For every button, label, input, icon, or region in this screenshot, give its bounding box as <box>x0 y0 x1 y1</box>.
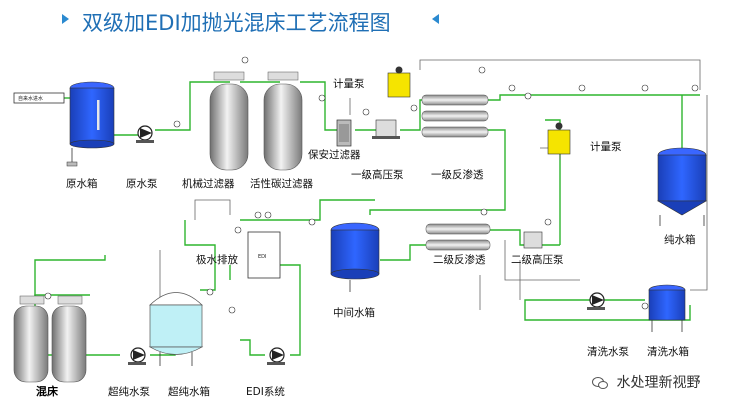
tap-water-inlet: 自来水进水 <box>13 92 65 104</box>
ro-1-membranes <box>421 94 489 138</box>
page-title: 双级加EDI加抛光混床工艺流程图 <box>82 11 391 35</box>
pipe-lines <box>159 59 708 330</box>
clean-tank <box>648 284 686 332</box>
carbon-filter-label: 活性碳过滤器 <box>250 177 313 190</box>
line-pump-to-edi <box>280 264 301 356</box>
line-clean-loop <box>524 299 691 321</box>
clean-pump-label: 清洗水泵 <box>587 345 629 358</box>
water-flow-lines <box>34 81 700 356</box>
edi-system-label: EDI系统 <box>246 385 285 398</box>
line-carbon-to-security <box>300 81 338 131</box>
clean-pump <box>587 292 605 310</box>
line-ro2-up <box>545 119 561 245</box>
line-pump-to-mech <box>155 81 230 131</box>
hp-pump-1 <box>372 119 400 139</box>
mid-tank-label: 中间水箱 <box>333 306 375 319</box>
mech-filter-label: 机械过滤器 <box>182 177 235 190</box>
intermediate-tank <box>330 222 380 292</box>
dosing-pump-2 <box>547 122 571 155</box>
title-bar: 双级加EDI加抛光混床工艺流程图 <box>0 0 750 40</box>
mechanical-filter <box>209 71 249 171</box>
conc-drain-label: 极水排放 <box>196 253 238 266</box>
watermark-text: 水处理新视野 <box>616 375 701 391</box>
raw-water-tank <box>66 81 115 167</box>
tap-water-label: 自来水进水 <box>18 95 43 102</box>
hp-pump-2-label: 二级高压泵 <box>511 253 564 266</box>
line-ro1-product <box>487 94 700 101</box>
line-edi-to-pump <box>240 339 265 356</box>
title-right-triangle-icon <box>432 14 439 24</box>
edi-pump <box>267 347 285 365</box>
raw-tank-label: 原水箱 <box>66 177 98 190</box>
clean-tank-label: 清洗水箱 <box>647 345 689 358</box>
carbon-filter <box>263 71 303 171</box>
pure-water-tank <box>656 147 708 226</box>
ultrapure-pump <box>128 347 146 365</box>
mixed-bed-label: 混床 <box>36 384 59 398</box>
dosing-pump-1-label: 计量泵 <box>333 77 365 90</box>
edi-module: EDI <box>247 231 281 279</box>
up-tank-label: 超纯水箱 <box>168 385 210 398</box>
title-left-triangle-icon <box>62 14 69 24</box>
ro-2-membranes <box>425 223 491 251</box>
hp-pump-1-label: 一级高压泵 <box>351 168 404 181</box>
instrument-gauges <box>44 56 699 314</box>
ultrapure-tank <box>148 292 204 366</box>
hp-pump-2 <box>523 231 543 249</box>
ro-1-label: 一级反渗透 <box>431 168 484 181</box>
edi-box-label: EDI <box>258 254 266 260</box>
raw-pump <box>136 125 154 143</box>
up-pump-label: 超纯水泵 <box>108 385 150 398</box>
wechat-icon <box>592 377 608 389</box>
security-filter <box>336 119 352 147</box>
line-mid-to-ro2 <box>380 244 430 261</box>
line-edi-loop <box>240 199 375 221</box>
dosing-pump-2-label: 计量泵 <box>590 140 622 153</box>
ro-2-label: 二级反渗透 <box>433 253 486 266</box>
pure-tank-label: 纯水箱 <box>664 233 696 246</box>
line-ro1-to-mid <box>369 129 506 215</box>
watermark: 水处理新视野 <box>592 372 700 392</box>
dosing-pump-1 <box>387 66 411 98</box>
security-filter-label: 保安过滤器 <box>308 148 361 161</box>
mixed-bed <box>13 295 87 383</box>
raw-pump-label: 原水泵 <box>126 178 158 190</box>
